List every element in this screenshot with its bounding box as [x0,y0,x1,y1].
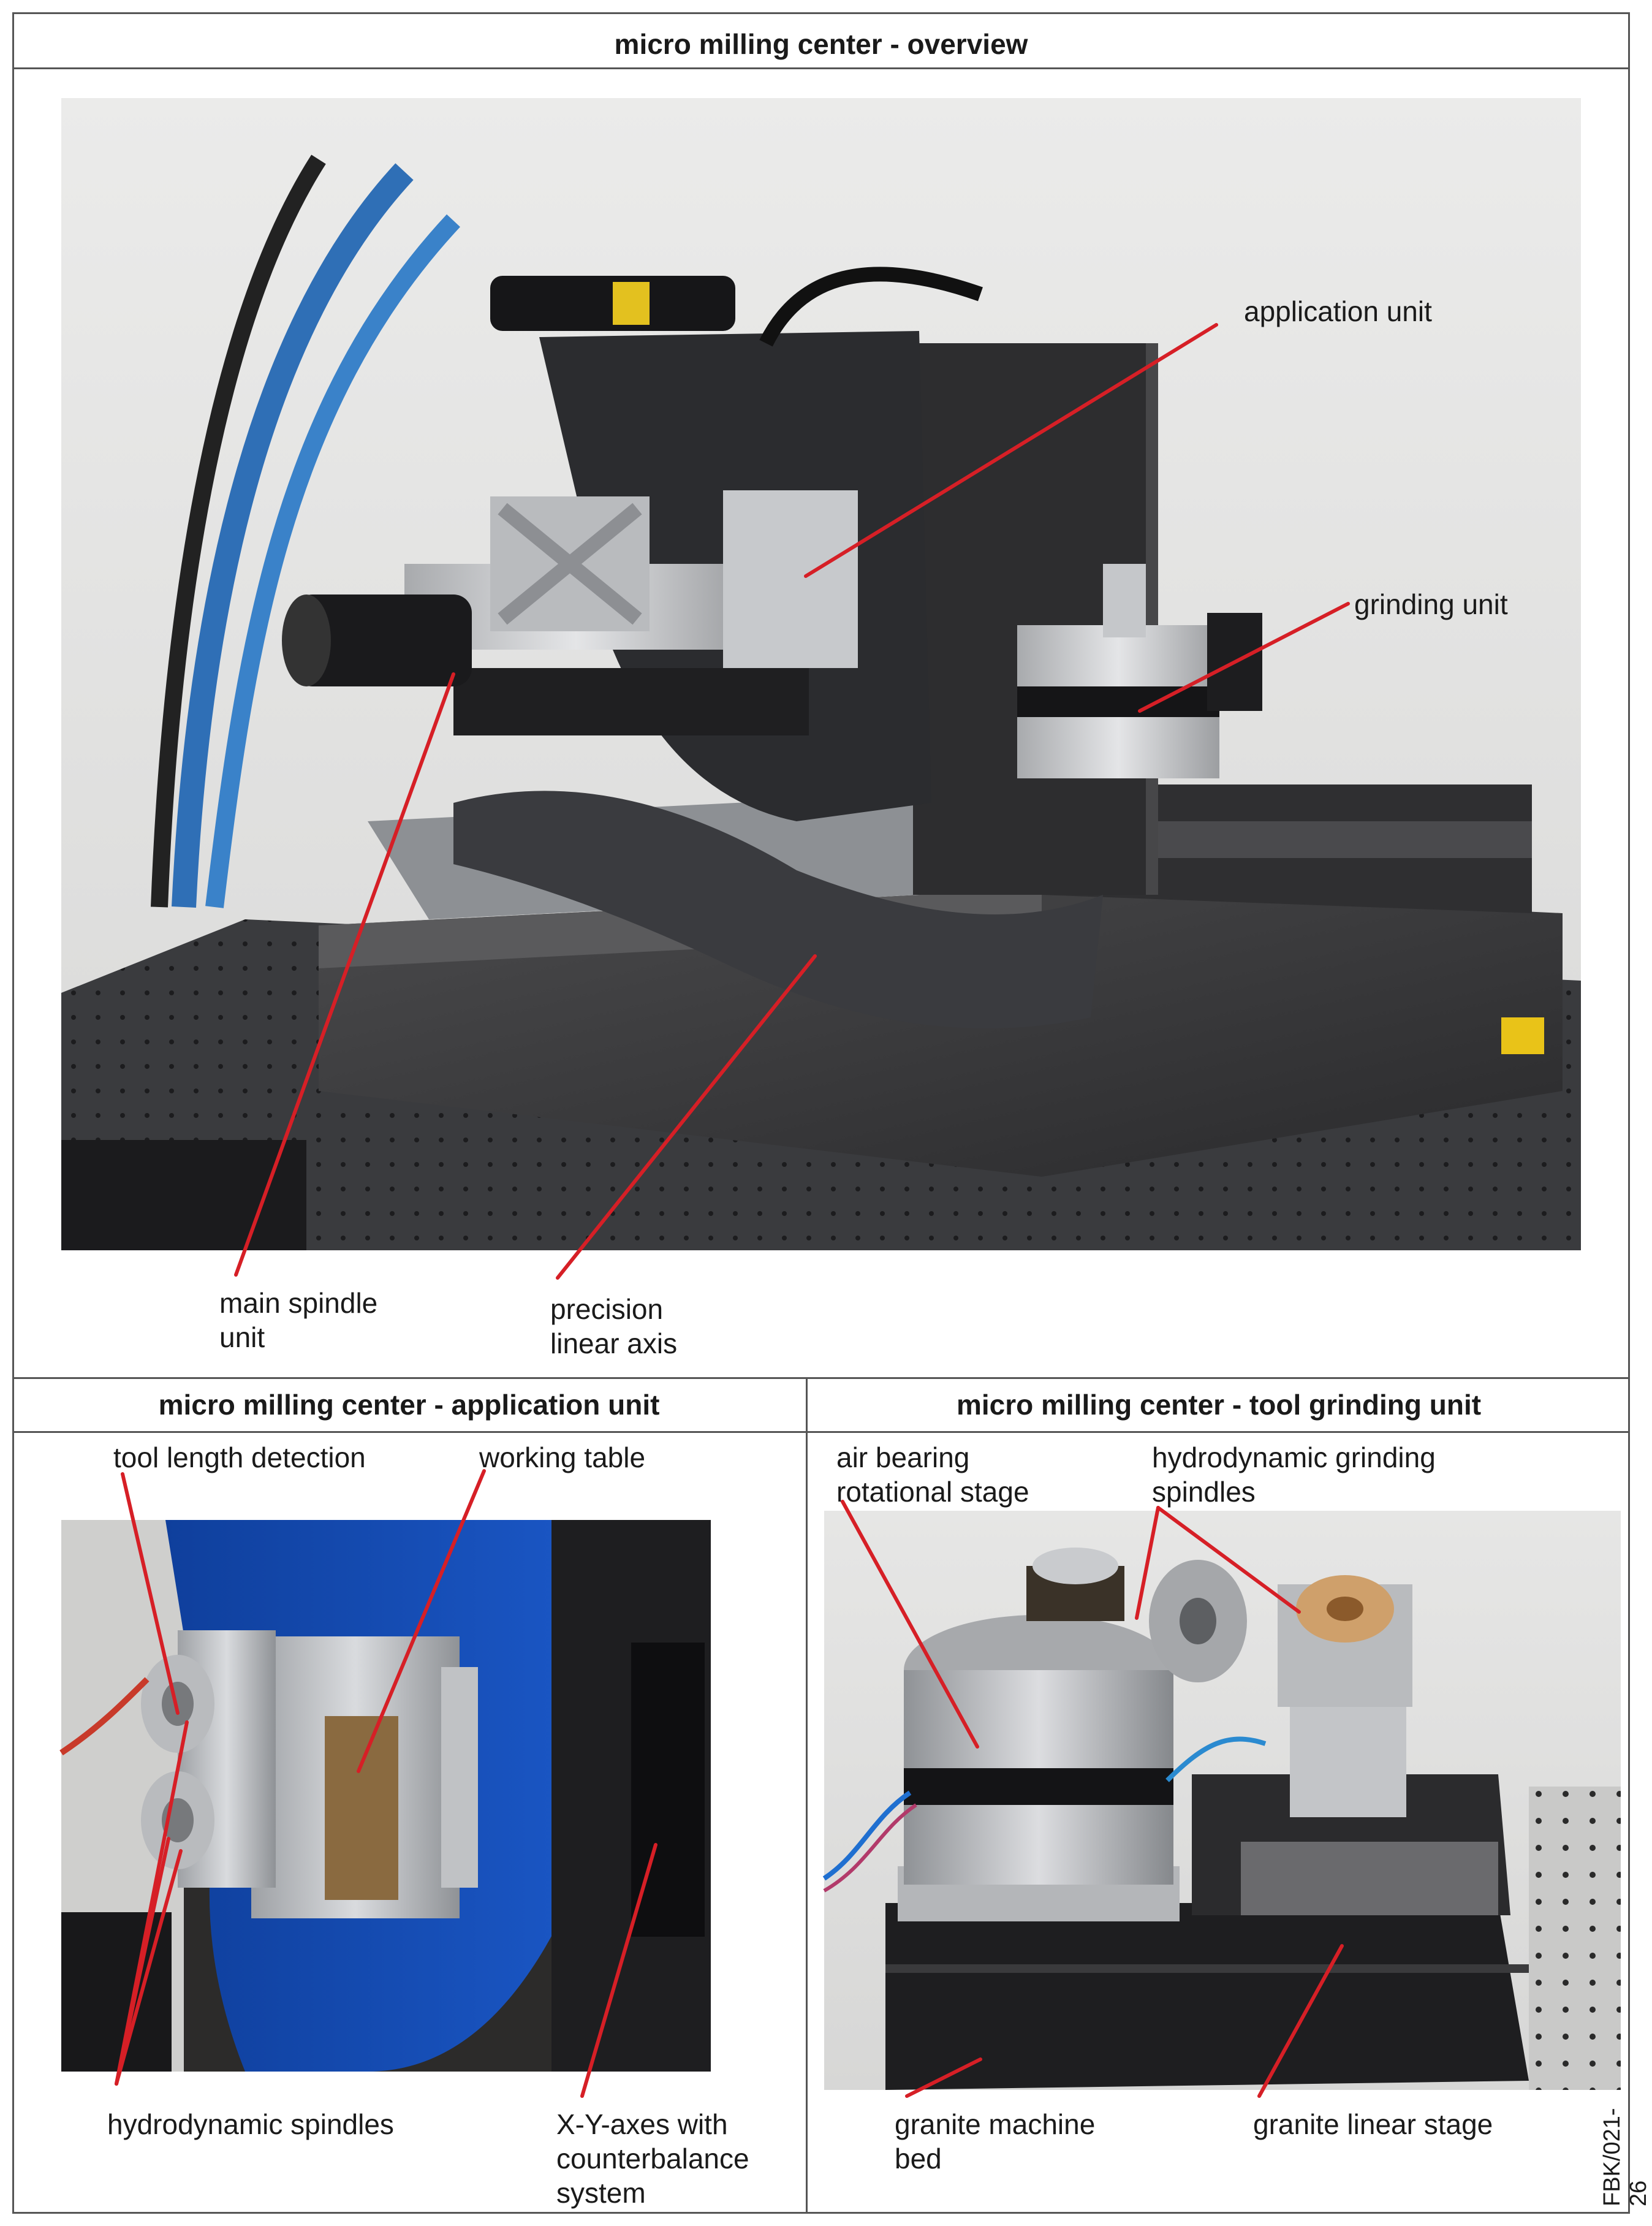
overview-photo [61,98,1581,1250]
page-frame [12,12,1630,2214]
label-hydrodynamic-spindles: hydrodynamic spindles [107,2108,394,2140]
label-tool-length-detection: tool length detection [113,1442,366,1473]
overview-title: micro milling center - overview [614,28,1028,60]
label-precision-linear-axis: precision linear axis [550,1293,678,1359]
document-code: FBK/021-26 [1599,2108,1651,2206]
column-divider [806,1377,808,2214]
label-main-spindle-unit: main spindle unit [219,1287,378,1353]
label-grinding-unit: grinding unit [1354,588,1508,620]
label-application-unit: application unit [1244,295,1432,327]
section-divider [12,1377,1630,1379]
subtitle-divider [12,1431,1630,1433]
grinding-photo [822,1511,1621,2090]
label-hydrodynamic-grinding: hydrodynamic grinding spindles [1152,1442,1436,1508]
title-divider [12,67,1630,69]
label-granite-linear-stage: granite linear stage [1253,2108,1493,2140]
label-working-table: working table [479,1442,646,1473]
label-xy-axes: X-Y-axes with counterbalance system [556,2108,749,2209]
label-granite-machine-bed: granite machine bed [895,2108,1096,2175]
application-photo [59,1520,711,2072]
grinding-title: micro milling center - tool grinding uni… [956,1389,1482,1421]
label-air-bearing: air bearing rotational stage [836,1442,1029,1508]
application-title: micro milling center - application unit [158,1389,660,1421]
